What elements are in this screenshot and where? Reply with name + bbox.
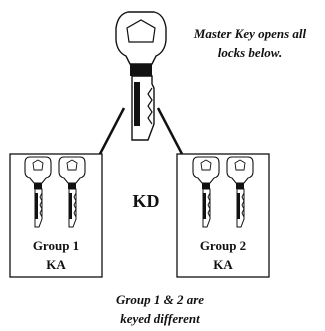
connector-line-left (98, 107, 126, 155)
footer-note-line2: keyed different (120, 311, 200, 326)
group-2-label: Group 2 KA (181, 236, 265, 274)
footer-note-line1: Group 1 & 2 are (115, 292, 205, 307)
group-1-keying: KA (46, 257, 66, 272)
group-2-name: Group 2 (199, 238, 247, 253)
group-1-label: Group 1 KA (14, 236, 98, 274)
master-key-note: Master Key opens all locks below. (180, 24, 320, 62)
keyed-different-label: KD (132, 191, 160, 211)
master-key-note-line2: locks below. (217, 45, 283, 60)
group-2-box (176, 153, 270, 278)
group-1-name: Group 1 (32, 238, 80, 253)
footer-note: Group 1 & 2 are keyed different (70, 290, 250, 328)
master-key-note-line1: Master Key opens all (193, 26, 307, 41)
connector-line-right (156, 107, 184, 155)
master-key-icon (115, 11, 167, 141)
group-2-keying: KA (213, 257, 233, 272)
